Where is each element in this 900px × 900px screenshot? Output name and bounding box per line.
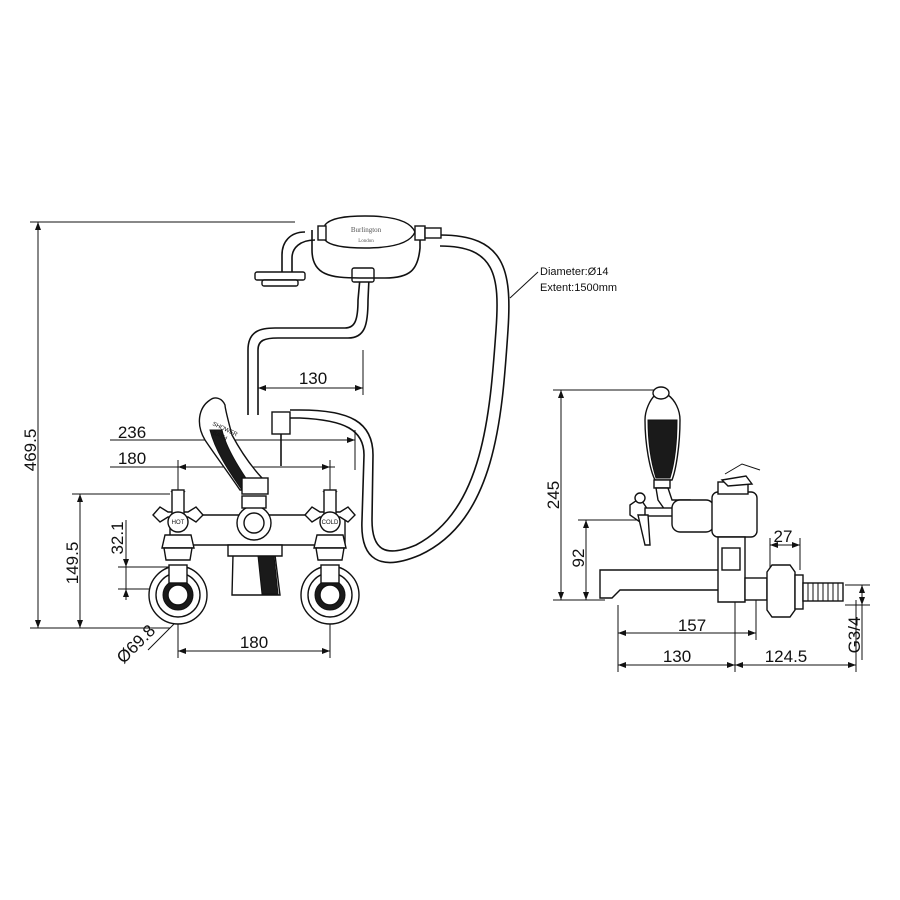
dimension-width-130-124-5: 130 124.5 [618,595,857,672]
handset-cradle [311,230,421,283]
centre-boss [236,495,272,541]
hot-tap-handle: HOT [152,489,204,561]
dim-label-27: 27 [774,527,793,546]
shower-handset: Burlington London [254,215,442,287]
dim-label-92: 92 [569,549,588,568]
dim-label-124-5: 124.5 [765,647,808,666]
side-spout [599,536,746,603]
dimension-thread: G3/4 [845,584,870,660]
side-view: 245 92 27 157 [544,386,870,672]
hose-annotation: Diameter:Ø14 Extent:1500mm [509,266,617,299]
dim-label-157: 157 [678,616,706,635]
hose-extent: Extent:1500mm [540,282,617,294]
dim-label-236: 236 [118,423,146,442]
handset-brand: Burlington [351,226,382,234]
dim-label-130-top: 130 [299,369,327,388]
dimension-diverter-130: 130 [257,350,364,395]
shower-head [254,271,306,281]
dim-label-180-top: 180 [118,449,146,468]
cradle-pipe [247,277,370,415]
cold-flange [300,564,360,625]
side-body [671,463,761,538]
dim-label-130-side: 130 [663,647,691,666]
hose-diameter: Diameter:Ø14 [540,266,608,278]
cold-tap-handle: COLD [304,489,356,561]
shower-hose [290,234,510,564]
side-lever [644,386,691,511]
dim-label-180-bottom: 180 [240,633,268,652]
dim-label-469-5: 469.5 [21,429,40,472]
shower-hose-inner [290,245,498,552]
hot-flange [148,564,208,625]
hot-label: HOT [172,520,185,526]
side-cross-head [629,492,674,546]
dimension-height-lower: 149.5 [63,493,170,628]
dim-label-32-1: 32.1 [108,521,127,554]
dimension-height-total: 469.5 [21,221,295,629]
dimension-width-27: 27 [769,527,801,570]
dimension-height-245: 245 [544,389,660,601]
cold-label: COLD [322,520,339,526]
dimension-height-92: 92 [569,519,640,600]
dimension-offset-small: 32.1 [108,520,170,600]
bath-spout [227,544,283,596]
diverter [271,411,291,466]
front-view: 469.5 149.5 32.1 236 [21,215,510,667]
side-wall-union [744,564,844,618]
dim-label-g3-4: G3/4 [845,617,864,654]
diverter-lever: SHOWER BATH [198,397,269,495]
dimension-width-157: 157 [617,595,757,672]
dim-label-245: 245 [544,481,563,509]
dim-label-149-5: 149.5 [63,542,82,585]
handset-brand-sub: London [358,239,374,244]
